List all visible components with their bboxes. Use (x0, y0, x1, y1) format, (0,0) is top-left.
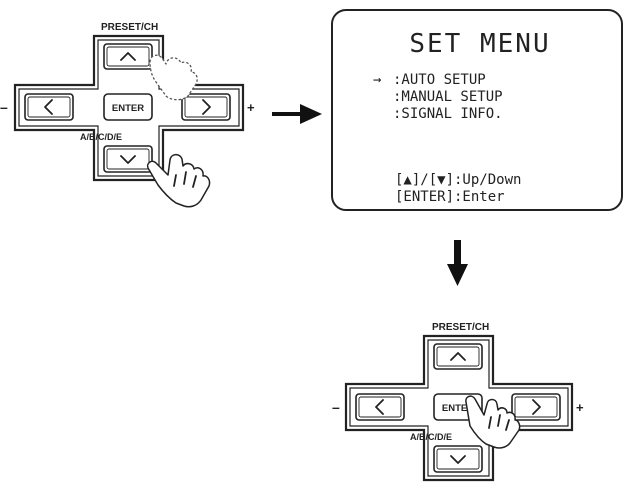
group-label-bottom: A/B/C/D/E (410, 432, 452, 442)
menu-item-manual-setup: :MANUAL SETUP (393, 89, 503, 105)
up-key-bottom[interactable] (433, 343, 483, 370)
chevron-left-icon (44, 99, 53, 115)
pointing-hand-icon (146, 153, 211, 208)
hand-finger-line (488, 414, 510, 431)
help-line-updown: [▲]/[▼]:Up/Down (395, 172, 521, 188)
chevron-down-icon (120, 155, 136, 164)
enter-key-label-bottom: ENTER (442, 403, 474, 414)
arrow-down-icon (447, 240, 468, 286)
menu-item-signal-info: :SIGNAL INFO. (393, 106, 503, 122)
down-key[interactable] (103, 145, 153, 173)
chevron-down-icon (450, 455, 466, 464)
minus-label: – (0, 99, 8, 115)
menu-screen: SET MENU → :AUTO SETUP :MANUAL SETUP :SI… (331, 9, 623, 211)
group-label: A/B/C/D/E (80, 132, 122, 142)
right-key[interactable] (181, 93, 231, 121)
menu-item-auto-setup: :AUTO SETUP (393, 72, 486, 88)
remote-top: PRESET/CH ENTER – + A/B/ (0, 22, 255, 208)
chevron-left-icon (375, 399, 384, 415)
minus-label-bottom: – (332, 399, 340, 415)
menu-cursor: → (373, 72, 381, 88)
chevron-right-icon (532, 399, 541, 415)
up-key[interactable] (103, 43, 153, 70)
hand-finger-line (173, 171, 197, 188)
remote-bottom-cross-inner (349, 339, 569, 477)
pointing-hand-icon (465, 395, 521, 449)
enter-key-label: ENTER (112, 103, 144, 114)
enter-key[interactable]: ENTER (103, 93, 153, 121)
left-key[interactable] (24, 93, 74, 121)
left-key-bottom[interactable] (355, 393, 405, 421)
menu-title: SET MENU (409, 29, 550, 59)
remote-bottom: PRESET/CH ENTER – + A/B/ (332, 322, 584, 482)
chevron-right-icon (202, 99, 211, 115)
down-key-bottom[interactable] (433, 445, 483, 473)
plus-label: + (247, 100, 255, 115)
plus-label-bottom: + (576, 400, 584, 415)
help-line-enter: [ENTER]:Enter (395, 189, 505, 205)
right-key-bottom[interactable] (511, 393, 561, 421)
arrow-right-icon (272, 104, 322, 124)
chevron-up-icon (450, 352, 466, 361)
preset-ch-label-bottom: PRESET/CH (432, 322, 489, 333)
ghost-hand-icon (149, 54, 198, 101)
preset-ch-label: PRESET/CH (101, 22, 158, 33)
chevron-up-icon (120, 52, 136, 61)
